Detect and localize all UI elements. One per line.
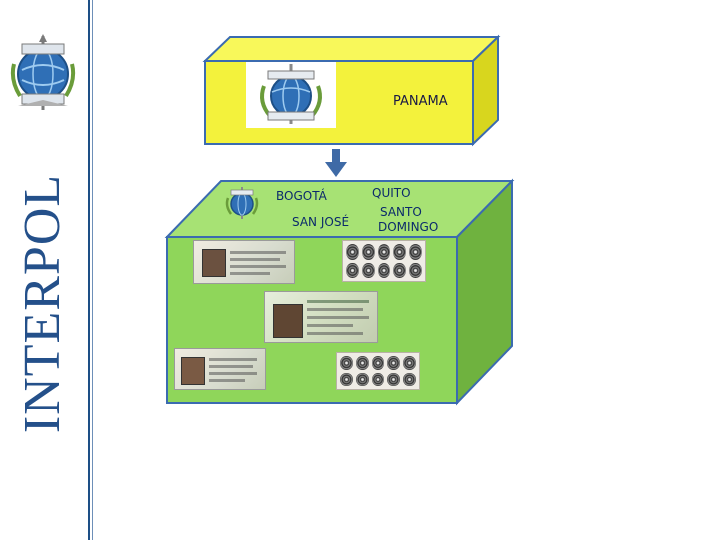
id-card-line (307, 316, 369, 319)
fingerprint (387, 372, 401, 386)
rail-divider-secondary (92, 0, 93, 540)
fingerprint (393, 244, 407, 260)
fingerprint (346, 244, 359, 260)
bottom-box-emblem-frame (220, 186, 264, 220)
id-card-line (230, 251, 286, 254)
interpol-emblem-icon (260, 64, 322, 124)
fingerprint (403, 372, 416, 386)
id-card-line (209, 358, 257, 361)
fingerprint-card-icon (336, 352, 420, 390)
rail-divider (88, 0, 90, 540)
fingerprint (377, 244, 391, 260)
id-card-line (307, 332, 363, 335)
top-box-emblem-frame (246, 62, 336, 128)
id-card-line (209, 372, 257, 375)
fingerprint (340, 372, 353, 386)
fingerprint (371, 372, 385, 386)
id-card-line (307, 324, 353, 327)
fingerprint (355, 372, 369, 386)
label-santo-domingo-2: DOMINGO (378, 220, 439, 234)
id-card-icon (193, 240, 295, 284)
fingerprint (361, 262, 375, 278)
top-box-label: PANAMA (393, 94, 448, 109)
label-bogota: BOGOTÁ (276, 189, 327, 203)
fingerprint (346, 262, 359, 278)
fingerprint (355, 356, 369, 370)
fingerprint-card-icon (342, 240, 426, 282)
id-card-line (230, 265, 286, 268)
id-card-photo (181, 357, 205, 385)
id-card-line (307, 300, 369, 303)
id-card-line (307, 308, 363, 311)
fingerprint (409, 244, 422, 260)
fingerprint (387, 356, 401, 370)
fingerprint (403, 356, 416, 370)
label-quito: QUITO (372, 186, 411, 200)
id-card-line (230, 258, 280, 261)
fingerprint (393, 262, 407, 278)
id-card-line (209, 365, 253, 368)
id-card-icon (174, 348, 266, 390)
label-santo-domingo-1: SANTO (380, 205, 422, 219)
fingerprint (377, 262, 391, 278)
id-card-line (209, 379, 245, 382)
arrow-down-icon (325, 149, 347, 177)
fingerprint (361, 244, 375, 260)
fingerprint (371, 356, 385, 370)
id-card-photo (273, 304, 303, 338)
id-card-line (230, 272, 270, 275)
id-card-icon (264, 291, 378, 343)
fingerprint (409, 262, 422, 278)
id-card-photo (202, 249, 226, 277)
fingerprint (340, 356, 353, 370)
interpol-emblem-icon (225, 187, 259, 219)
interpol-emblem-icon (10, 34, 76, 110)
label-san-jose: SAN JOSÉ (292, 215, 350, 229)
